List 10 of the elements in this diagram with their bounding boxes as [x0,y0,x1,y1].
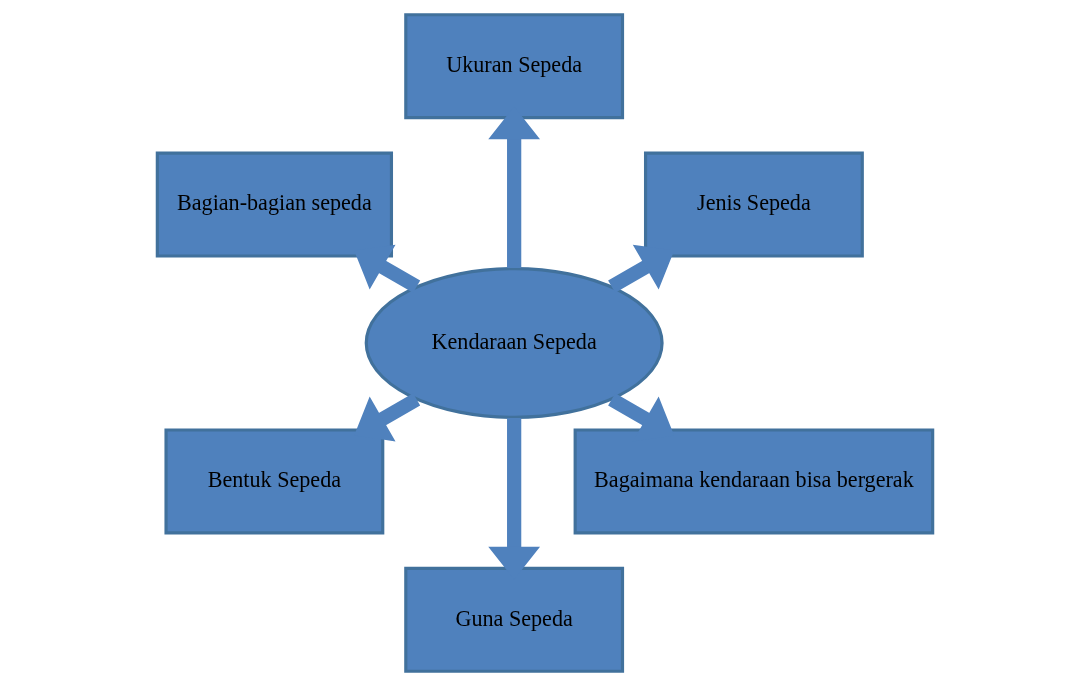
node-box: Guna Sepeda [404,566,625,673]
node-box: Bagian-bagian sepeda [155,151,394,258]
node-box: Bentuk Sepeda [164,428,385,535]
node-box: Bagaimana kendaraan bisa bergerak [573,428,935,535]
node-ellipse: Kendaraan Sepeda [364,267,664,419]
arrow [608,244,675,293]
node-box: Jenis Sepeda [643,151,864,258]
arrow [354,393,421,442]
arrow [354,244,421,293]
node-box: Ukuran Sepeda [404,13,625,120]
